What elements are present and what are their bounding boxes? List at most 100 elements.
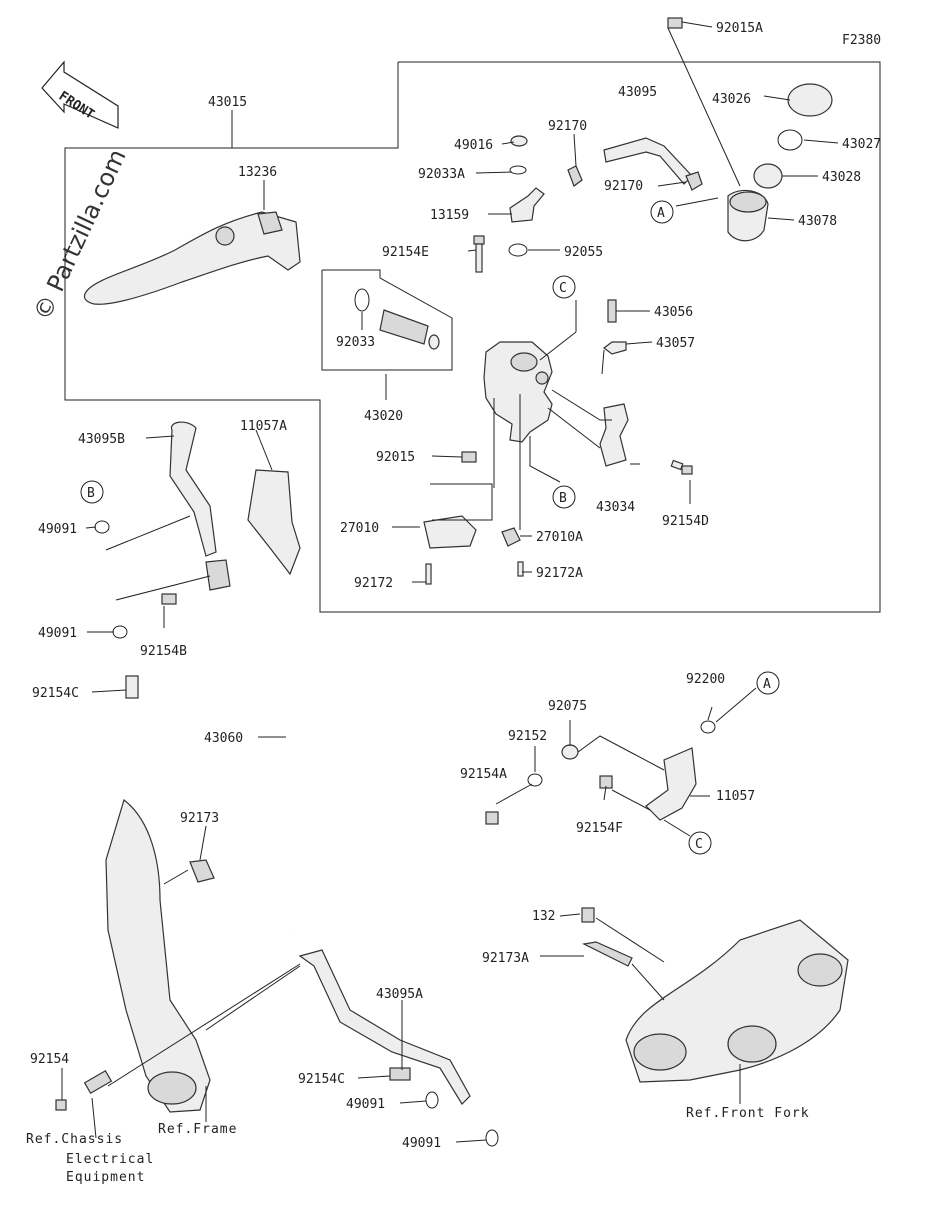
- joint-block: [205, 559, 231, 591]
- part-label: 92170: [604, 179, 643, 194]
- assembly-outline: [64, 61, 881, 613]
- part-label: 92170: [548, 119, 587, 134]
- part-label: 43078: [798, 214, 837, 229]
- screw-92154: [55, 1099, 67, 1111]
- part-label: 92152: [508, 729, 547, 744]
- part-label: 49091: [38, 626, 77, 641]
- part-label: 43060: [204, 731, 243, 746]
- washer-92200: [700, 720, 716, 734]
- part-label: 49091: [38, 522, 77, 537]
- part-label: 92172: [354, 576, 393, 591]
- piston-assembly: [379, 309, 429, 345]
- clip-92033a: [509, 165, 527, 175]
- part-label: 43028: [822, 170, 861, 185]
- part-label: 92172A: [536, 566, 583, 581]
- reservoir-top: [729, 191, 767, 213]
- oring-92055: [508, 243, 528, 257]
- lever-adjuster: [257, 211, 283, 235]
- reservoir-port: [510, 352, 538, 372]
- callout-letter: C: [559, 281, 567, 296]
- part-label: 27010A: [536, 530, 583, 545]
- fork-hole-center: [727, 1025, 777, 1063]
- screw-92172: [425, 563, 432, 585]
- part-label: 92173: [180, 811, 219, 826]
- part-label: 92173A: [482, 951, 529, 966]
- washer-49091-d: [485, 1129, 499, 1147]
- switch-27010a: [501, 527, 521, 547]
- screw-92172a: [517, 561, 524, 577]
- washer-49016: [510, 135, 528, 147]
- fork-hole-right: [797, 953, 843, 987]
- connector-92154: [83, 1069, 113, 1095]
- clip-92173a: [582, 941, 633, 967]
- fitting-13159: [509, 187, 545, 223]
- reservoir-cap-43026: [787, 83, 833, 117]
- part-label: 132: [532, 909, 555, 924]
- ref-chassis-line1: Ref.Chassis: [26, 1132, 123, 1147]
- hose-43095a: [298, 949, 471, 1105]
- bolt-92154c-a: [125, 675, 139, 699]
- part-label: 43020: [364, 409, 403, 424]
- part-label: 13159: [430, 208, 469, 223]
- callout-letter: C: [695, 837, 703, 852]
- nut-92015a: [667, 17, 683, 29]
- piston-cup: [428, 334, 440, 350]
- nut-92015: [461, 451, 477, 463]
- part-label: 43095B: [78, 432, 125, 447]
- washer-49091-b: [112, 625, 128, 639]
- clutch-lever: [83, 211, 301, 305]
- hose-clip-92170-b: [685, 171, 703, 191]
- callout-circle: [552, 275, 576, 299]
- frame-reference: [105, 798, 211, 1113]
- part-label: 92154F: [576, 821, 623, 836]
- callout-circles: A C B A B C: [80, 200, 780, 855]
- callout-circle: [650, 200, 674, 224]
- washer-49091-a: [94, 520, 110, 534]
- part-label: 43057: [656, 336, 695, 351]
- connector-92154c-b: [389, 1067, 411, 1081]
- part-label: 92033: [336, 335, 375, 350]
- bleeder-cap-43057: [603, 341, 627, 355]
- ref-front-fork: Ref.Front Fork: [686, 1106, 810, 1121]
- figure-code: F2380: [842, 33, 881, 48]
- reference-labels: Ref.Chassis Electrical Equipment Ref.Fra…: [26, 1106, 810, 1185]
- bolt-92154a: [485, 811, 499, 825]
- ref-chassis-line2: Electrical: [66, 1152, 154, 1167]
- fork-hole-left: [633, 1033, 687, 1071]
- bolt-92154b: [161, 593, 177, 605]
- clutch-line-43060-inner: [247, 599, 293, 931]
- part-label: 92154C: [298, 1072, 345, 1087]
- part-label: 43026: [712, 92, 751, 107]
- part-label: 92200: [686, 672, 725, 687]
- bracket-11057: [645, 747, 697, 821]
- front-arrow-icon: FRONT: [41, 60, 119, 129]
- part-label: 49091: [346, 1097, 385, 1112]
- part-label: 92033A: [418, 167, 465, 182]
- part-label: 43095: [618, 85, 657, 100]
- part-label: 92154D: [662, 514, 709, 529]
- callout-circle: [756, 671, 780, 695]
- part-label: 92055: [564, 245, 603, 260]
- lever-pivot: [215, 226, 235, 246]
- callout-circle: [80, 480, 104, 504]
- callout-letter: A: [657, 206, 665, 221]
- circlip-92033: [354, 288, 370, 312]
- bolt-92154e: [473, 235, 485, 273]
- reservoir-hose-43095: [603, 137, 693, 185]
- banjo-port: [535, 371, 549, 385]
- part-label: 92154: [30, 1052, 69, 1067]
- part-label: 92154E: [382, 245, 429, 260]
- part-label: 49091: [402, 1136, 441, 1151]
- diaphragm-43027: [777, 129, 803, 151]
- switch-27010: [423, 515, 477, 549]
- part-label: 13236: [238, 165, 277, 180]
- part-label: 27010: [340, 521, 379, 536]
- ref-frame: Ref.Frame: [158, 1122, 237, 1137]
- frame-tube-end: [147, 1071, 197, 1105]
- leader-lines: [61, 21, 839, 1143]
- clamp-43034: [599, 403, 629, 467]
- part-label: 43095A: [376, 987, 423, 1002]
- callout-circle: [688, 831, 712, 855]
